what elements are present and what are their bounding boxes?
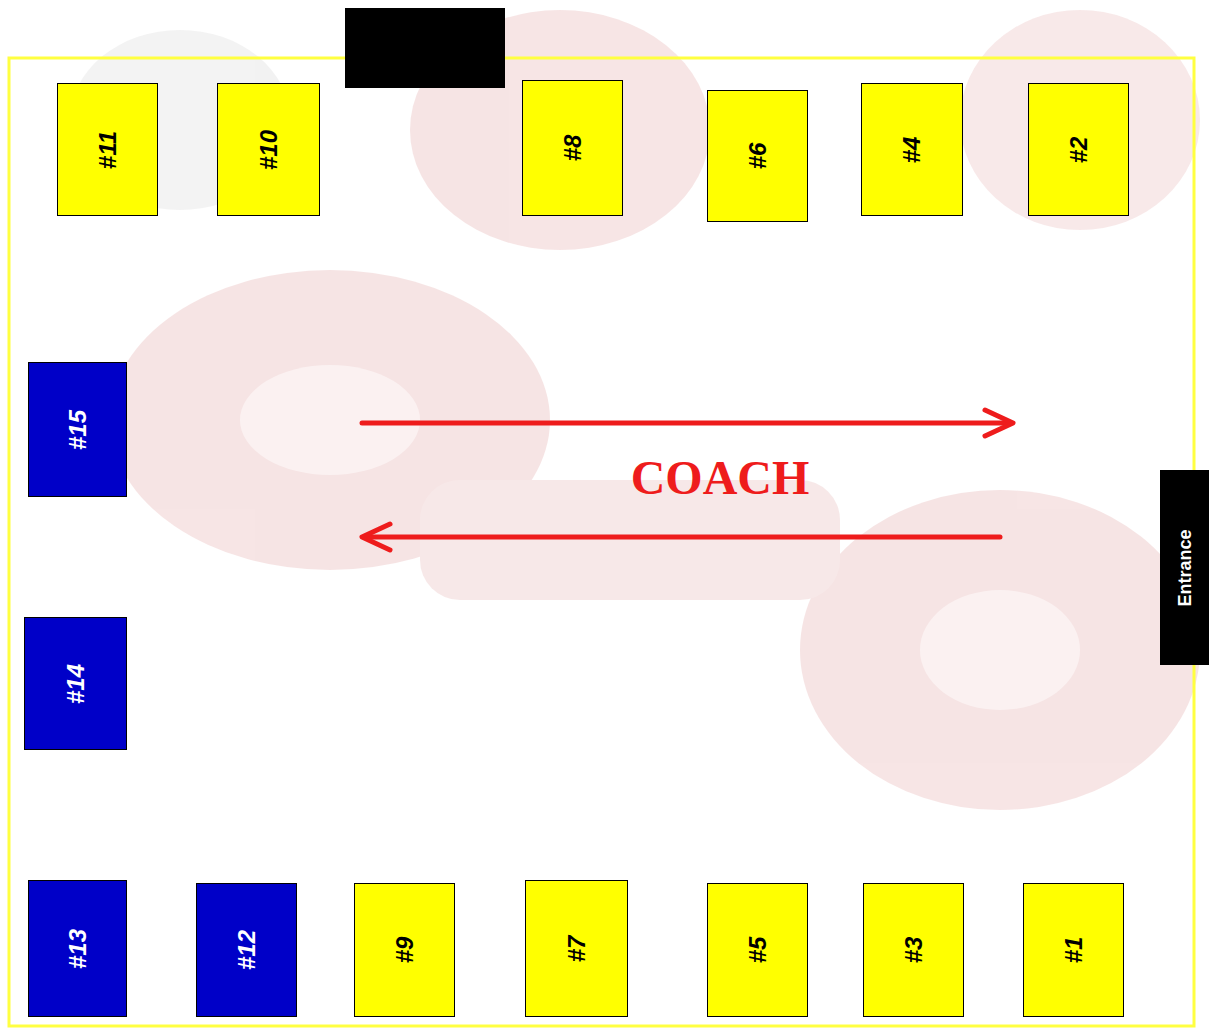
station-box: #2 [1028, 83, 1129, 216]
station-number: #14 [64, 663, 88, 703]
station-number: #5 [746, 937, 770, 964]
coach-arrows [362, 410, 1013, 550]
station-box: #12 [196, 883, 297, 1017]
station-box: #8 [522, 80, 623, 216]
station-number: #11 [96, 130, 120, 168]
station-box: #6 [707, 90, 808, 222]
station-number: #2 [1067, 136, 1091, 163]
entrance-sign: Entrance [1160, 470, 1209, 665]
station-number: #6 [746, 143, 770, 170]
station-box: #3 [863, 883, 964, 1017]
station-box: #9 [354, 883, 455, 1017]
station-box: #11 [57, 83, 158, 216]
station-number: #12 [235, 930, 259, 970]
station-number: #15 [66, 409, 90, 449]
station-box: #1 [1023, 883, 1124, 1017]
station-number: #8 [561, 135, 585, 162]
station-box: #15 [28, 362, 127, 497]
station-number: #3 [902, 937, 926, 964]
station-box: #5 [707, 883, 808, 1017]
background-weights [70, 10, 1200, 810]
station-number: #13 [66, 928, 90, 968]
station-number: #4 [900, 136, 924, 163]
station-box: #10 [217, 83, 320, 216]
room-outline [9, 58, 1194, 1026]
station-number: #7 [565, 935, 589, 962]
station-box: #14 [24, 617, 127, 750]
station-box: #13 [28, 880, 127, 1017]
station-box: #7 [525, 880, 628, 1017]
station-box: #4 [861, 83, 963, 216]
station-number: #9 [393, 937, 417, 964]
station-number: #1 [1062, 937, 1086, 964]
station-number: #10 [257, 129, 281, 169]
area-label: COACH [631, 452, 810, 505]
entrance-label: Entrance [1176, 529, 1194, 606]
door-block [345, 8, 505, 88]
